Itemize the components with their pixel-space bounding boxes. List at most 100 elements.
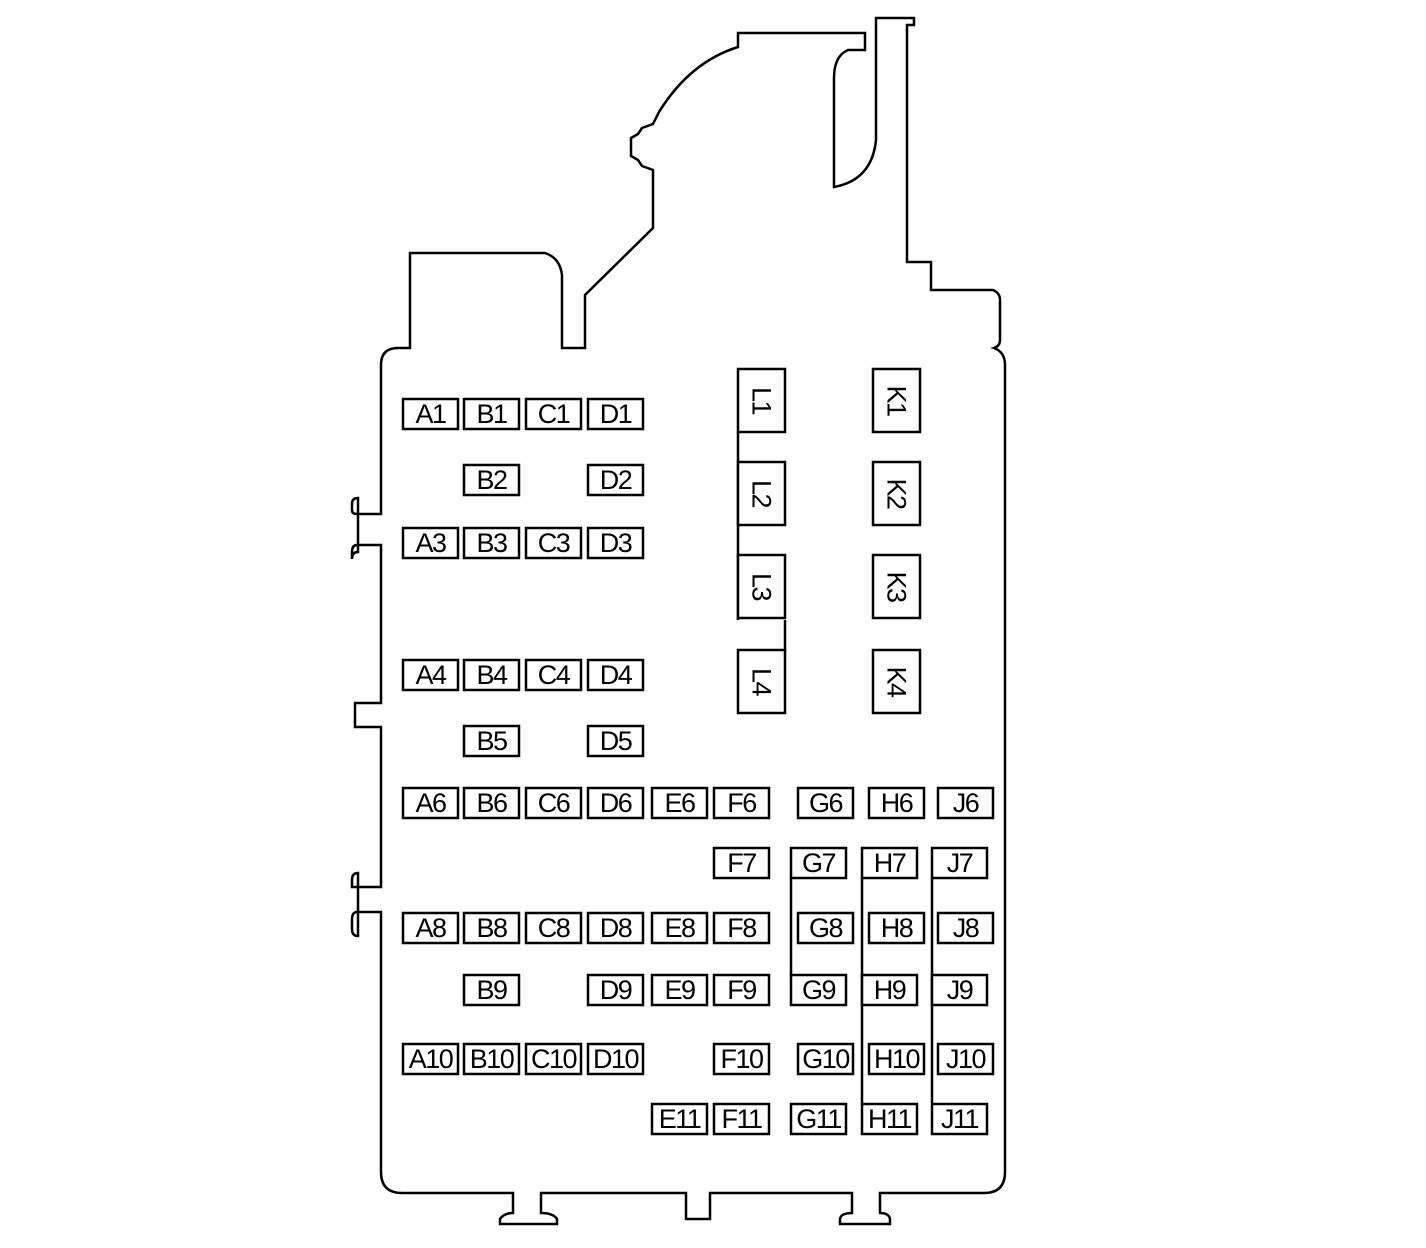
fuse-c1: C1 [524,397,583,431]
fuse-label: B2 [476,465,507,495]
fuse-label: A6 [415,788,446,818]
fuse-box [860,973,919,1007]
fuse-box [930,973,989,1007]
fuse-box [401,786,460,820]
relay-box [871,648,922,715]
fuse-box [712,973,771,1007]
fuse-label: B9 [476,975,507,1005]
fuse-label: J8 [953,913,979,943]
fuse-f8: F8 [712,911,771,945]
fuse-box [936,911,995,945]
fuse-box [712,786,771,820]
fuse-h8: H8 [867,911,926,945]
relay-label: L2 [747,480,777,508]
fuse-label: D6 [600,788,632,818]
fuse-label: C6 [538,788,570,818]
fuse-box [462,911,521,945]
fuse-j10: J10 [936,1042,995,1076]
fuse-label: J11 [941,1104,979,1134]
fuse-b5: B5 [462,724,521,758]
fuse-label: F6 [727,788,756,818]
fuse-box [650,786,709,820]
fuse-label: C8 [538,913,570,943]
fuse-label: B6 [476,788,507,818]
fuse-box [586,724,645,758]
fuse-a4: A4 [401,658,460,692]
fuse-block-housing-outline [350,16,1007,1226]
fuse-a8: A8 [401,911,460,945]
fuse-d10: D10 [586,1042,645,1076]
fuse-label: F7 [727,848,756,878]
fuse-box [860,846,919,880]
fuse-box [860,1102,919,1136]
fuse-box [401,1042,460,1076]
fuse-box [524,911,583,945]
fuse-label: E8 [664,913,695,943]
fuse-label: B1 [476,399,507,429]
fuse-box [462,463,521,497]
fuse-box [462,526,521,560]
fuse-label: B10 [470,1044,514,1074]
fuse-h9: H9 [860,973,919,1007]
fuse-f6: F6 [712,786,771,820]
relay-label: K4 [882,666,912,698]
fuse-box [401,658,460,692]
fuse-label: H7 [874,848,906,878]
relay-box [871,553,922,620]
fuse-label: F10 [720,1044,763,1074]
relay-k1: K1 [871,367,922,434]
fuse-box [586,463,645,497]
fuse-g10: G10 [796,1042,855,1076]
fuse-box [462,724,521,758]
fuse-label: J10 [946,1044,986,1074]
fuse-g9: G9 [789,973,848,1007]
fuse-label: D5 [600,726,632,756]
fuse-box [712,1042,771,1076]
fuse-b10: B10 [462,1042,521,1076]
fuse-label: D8 [600,913,632,943]
relay-box [871,460,922,527]
fuse-c3: C3 [524,526,583,560]
fuse-j6: J6 [936,786,995,820]
fuse-label: J6 [953,788,979,818]
fuse-box [586,973,645,1007]
fuse-box [650,973,709,1007]
fuse-label: D9 [600,975,632,1005]
fuse-box [586,1042,645,1076]
fuse-f10: F10 [712,1042,771,1076]
fuse-box [462,786,521,820]
fuse-box [650,911,709,945]
fuse-c6: C6 [524,786,583,820]
fuse-label: C10 [531,1044,577,1074]
fuse-box [524,1042,583,1076]
fuse-box [867,786,926,820]
fuse-label: E11 [659,1104,701,1134]
relay-l4: L4 [736,648,787,715]
fuse-label: D2 [600,465,632,495]
fuse-box [586,911,645,945]
relay-label: K1 [882,385,912,416]
fuse-label: B5 [476,726,507,756]
relay-k2: K2 [871,460,922,527]
fuse-g7: G7 [789,846,848,880]
fuse-label: G9 [802,975,836,1005]
fuse-j7: J7 [930,846,989,880]
fuse-c4: C4 [524,658,583,692]
fuse-g6: G6 [796,786,855,820]
relay-k4: K4 [871,648,922,715]
fuse-label: F11 [721,1104,762,1134]
relay-l3: L3 [736,553,787,620]
fuse-label: J7 [947,848,973,878]
fuse-label: A1 [415,399,446,429]
fuse-label: H10 [874,1044,920,1074]
fuse-box [712,846,771,880]
fuse-box [462,658,521,692]
fuse-label: G6 [809,788,843,818]
fuse-box [796,1042,855,1076]
fuse-j8: J8 [936,911,995,945]
fuse-c8: C8 [524,911,583,945]
fuse-box [524,786,583,820]
fuse-box [789,1102,848,1136]
fuse-box [712,911,771,945]
